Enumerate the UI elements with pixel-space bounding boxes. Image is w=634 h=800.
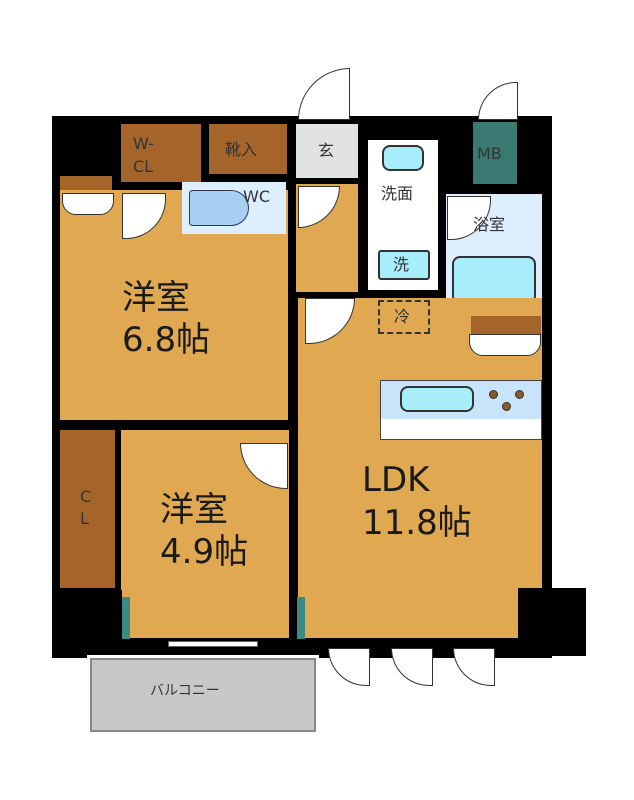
pillar (52, 590, 122, 658)
ldk-window-2[interactable] (391, 648, 433, 686)
walk-in-closet-label-1: W- (133, 134, 154, 153)
balcony-sash[interactable] (168, 641, 258, 647)
toilet-fixture (189, 190, 249, 226)
walk-in-closet (121, 124, 201, 182)
washroom-label: 洗面 (381, 184, 414, 203)
ldk-window-3[interactable] (453, 648, 495, 686)
mb-door[interactable] (478, 82, 518, 120)
toilet-label: WC (243, 187, 270, 206)
shoe-closet-label: 靴入 (225, 140, 258, 159)
balcony (87, 655, 319, 735)
closet (60, 430, 115, 588)
washer-label: 洗 (393, 255, 410, 274)
sink (382, 145, 424, 171)
closet-label-2: L (80, 509, 89, 528)
closet-door[interactable] (62, 193, 114, 215)
bathtub (452, 256, 536, 304)
washer-space (378, 250, 430, 280)
meter-box (473, 122, 517, 184)
kitchen-sink (400, 386, 474, 412)
front-door[interactable] (298, 68, 350, 120)
walk-in-closet-label-2: CL (133, 157, 154, 176)
window-panel (297, 597, 305, 639)
western-room-1-label: 洋室 (122, 278, 190, 318)
closet-strip-room1 (60, 176, 112, 190)
pillar (518, 588, 586, 656)
kitchen-storage (471, 316, 541, 334)
balcony-label: バルコニー (150, 683, 220, 699)
shoe-closet (209, 124, 287, 174)
stove-burner-icon (489, 390, 498, 399)
western-room-2-size: 4.9帖 (160, 532, 249, 572)
refrigerator-label: 冷 (394, 307, 411, 326)
stove-burner-icon (502, 402, 511, 411)
entrance (296, 124, 358, 178)
ldk-window-1[interactable] (328, 648, 370, 686)
ldk-label: LDK (362, 460, 430, 500)
storage-door[interactable] (469, 334, 541, 356)
closet-label-1: C (80, 487, 92, 506)
entrance-label: 玄 (318, 141, 335, 160)
refrigerator-space (378, 300, 430, 334)
stove-burner-icon (515, 390, 524, 399)
western-room-2-label: 洋室 (160, 490, 228, 530)
window-panel (122, 597, 130, 639)
bathroom-label: 浴室 (473, 215, 506, 234)
ldk-size: 11.8帖 (362, 503, 472, 543)
meter-box-label: MB (477, 144, 502, 163)
western-room-1-size: 6.8帖 (122, 320, 211, 360)
